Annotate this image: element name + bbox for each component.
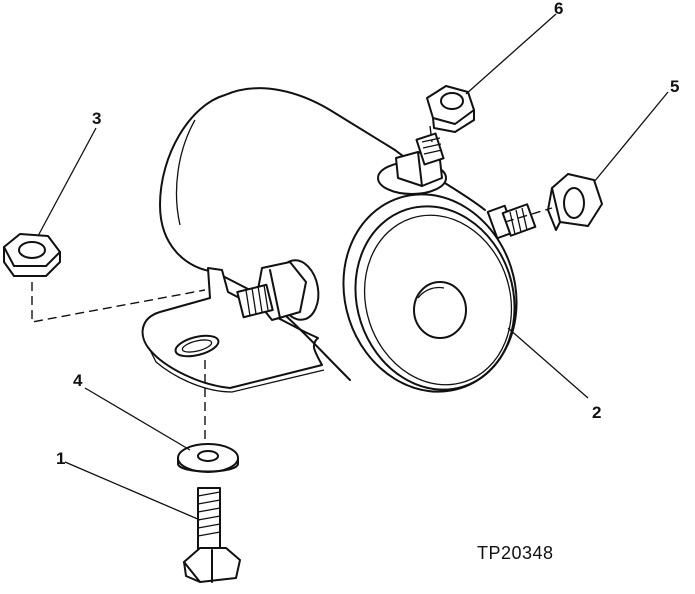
callout-labels: 1 2 3 4 5 6 — [56, 0, 679, 468]
callout-2: 2 — [592, 403, 601, 422]
callout-3: 3 — [92, 109, 101, 128]
callout-5: 5 — [670, 77, 679, 96]
figure-id: TP20348 — [477, 543, 554, 563]
washer — [177, 443, 239, 473]
nut-left — [3, 233, 61, 277]
callout-6: 6 — [554, 0, 563, 18]
leader-lines — [37, 13, 669, 521]
solenoid-body — [141, 87, 537, 393]
nut-right — [547, 173, 603, 231]
alignment-lines — [31, 125, 553, 440]
nut-top — [426, 85, 475, 133]
callout-4: 4 — [73, 371, 83, 390]
callout-1: 1 — [56, 449, 65, 468]
cap-screw — [183, 487, 241, 583]
